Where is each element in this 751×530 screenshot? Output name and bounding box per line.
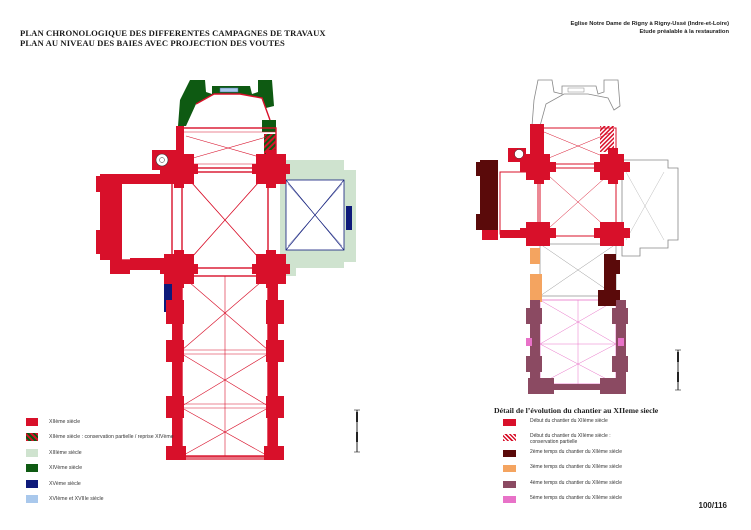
detail-legend-item: Début du chantier du XIIème siècle : con… <box>503 433 683 448</box>
detail-label: Début du chantier du XIIème siècle : <box>530 433 611 440</box>
legend-swatch <box>26 479 38 488</box>
legend-label: XIIIème siècle <box>49 449 82 456</box>
detail-swatch <box>503 434 516 442</box>
legend-item: XIIème siècle <box>26 414 256 430</box>
detail-legend-item: 5ème temps du chantier du XIIème siècle <box>503 495 683 510</box>
legend-swatch <box>26 448 38 457</box>
detail-legend-title: Détail de l’évolution du chantier au XII… <box>494 406 659 415</box>
detail-label: 2ème temps du chantier du XIIème siècle <box>530 448 622 455</box>
legend-swatch <box>26 495 38 504</box>
legend-label: XIIème siècle <box>49 418 81 425</box>
detail-label: 3ème temps du chantier du XIIème siècle <box>530 464 622 471</box>
page-title-line1: PLAN CHRONOLOGIQUE DES DIFFERENTES CAMPA… <box>20 28 326 38</box>
detail-legend-item: 2ème temps du chantier du XIIème siècle <box>503 449 683 464</box>
detail-legend-item: Début du chantier du XIIème siècle <box>503 418 683 433</box>
detail-legend-item: 3ème temps du chantier du XIIème siècle <box>503 464 683 479</box>
page-title: PLAN CHRONOLOGIQUE DES DIFFERENTES CAMPA… <box>20 28 326 48</box>
detail-legend-item: 4ème temps du chantier du XIIème siècle <box>503 480 683 495</box>
right-plan <box>476 79 679 394</box>
period-legend: XIIème siècle XIIème siècle : conservati… <box>26 414 256 507</box>
legend-swatch <box>26 417 38 426</box>
left-south-chapel-walls <box>96 174 178 274</box>
detail-legend: Début du chantier du XIIème siècle Début… <box>503 418 683 510</box>
detail-label-line2: conservation partielle <box>530 439 578 446</box>
page-title-line2: PLAN AU NIVEAU DES BAIES AVEC PROJECTION… <box>20 38 285 48</box>
legend-label: XVIème et XVIIIe siècle <box>49 496 104 503</box>
detail-swatch <box>503 419 516 426</box>
detail-swatch <box>503 465 516 473</box>
detail-swatch <box>503 495 516 503</box>
legend-item: XIIIème siècle <box>26 445 256 461</box>
left-apse <box>178 80 276 164</box>
legend-label: XVème siècle <box>49 480 81 487</box>
detail-label: Début du chantier du XIIème siècle <box>530 418 608 424</box>
legend-swatch <box>26 464 38 473</box>
legend-item: XVème siècle <box>26 476 256 492</box>
legend-item: XIIème siècle : conservation partielle /… <box>26 430 256 446</box>
legend-swatch <box>26 433 38 442</box>
detail-swatch <box>503 480 516 488</box>
detail-label: 5ème temps du chantier du XIIème siècle <box>530 494 622 501</box>
header-line2: Etude préalable à la restauration <box>639 28 729 35</box>
header-line1: Eglise Notre Dame de Rigny à Rigny-Ussé … <box>570 21 729 27</box>
legend-label: XIIème siècle : conservation partielle /… <box>49 434 174 441</box>
page-number: 100/116 <box>698 501 727 510</box>
detail-swatch <box>503 449 516 457</box>
left-north-chapel <box>280 160 356 276</box>
scale-bar-left <box>354 409 360 453</box>
legend-label: XIVème siècle <box>49 465 83 472</box>
document-header: Eglise Notre Dame de Rigny à Rigny-Ussé … <box>571 21 729 36</box>
legend-item: XIVème siècle <box>26 461 256 477</box>
legend-item: XVIème et XVIIIe siècle <box>26 492 256 508</box>
detail-label: 4ème temps du chantier du XIIème siècle <box>530 479 622 486</box>
left-plan <box>96 80 356 460</box>
scale-bar-right <box>675 349 681 391</box>
